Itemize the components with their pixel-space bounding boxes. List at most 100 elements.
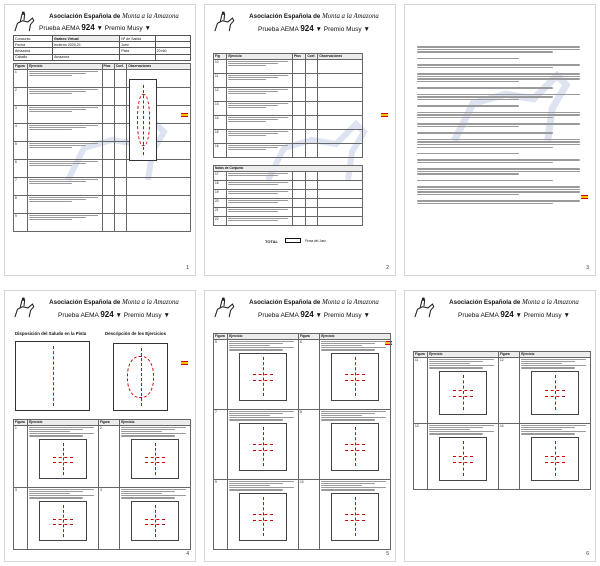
score-cell[interactable] xyxy=(101,158,115,178)
observations-cell[interactable] xyxy=(317,188,363,199)
score-cell[interactable] xyxy=(101,104,115,124)
figure-number: 8 xyxy=(12,194,29,214)
table-row: 5 xyxy=(12,140,191,160)
score-cell[interactable] xyxy=(291,215,307,226)
rider-logo-icon xyxy=(214,11,235,32)
figure-number: 16 xyxy=(212,142,228,158)
score-cell[interactable] xyxy=(291,179,307,190)
exercise-text xyxy=(27,104,103,124)
association-title: Asociación Española de Monta a la Amazon… xyxy=(449,299,579,306)
exercise-text xyxy=(226,58,293,74)
exercise-text xyxy=(226,188,293,199)
figure-number: 9 xyxy=(12,212,29,232)
observations-cell[interactable] xyxy=(126,158,191,178)
coef-cell xyxy=(305,188,319,199)
exercise-text xyxy=(27,194,103,214)
score-cell[interactable] xyxy=(101,122,115,142)
figure-number: 3 xyxy=(12,104,29,124)
table-row: 2 xyxy=(12,86,191,106)
score-cell[interactable] xyxy=(291,197,307,208)
table-row: 13 xyxy=(212,100,363,116)
figure-number: 10 xyxy=(297,478,321,550)
table-row: 11 xyxy=(212,72,363,88)
page-2: Asociación Española de Monta a la Amazon… xyxy=(204,4,396,276)
figure-number: 1 xyxy=(12,424,29,488)
table-row: 3 xyxy=(12,104,191,124)
page-number: 6 xyxy=(586,551,589,557)
observations-cell[interactable] xyxy=(317,72,363,88)
score-cell[interactable] xyxy=(101,68,115,88)
observations-cell[interactable] xyxy=(317,100,363,116)
rider-logo-icon xyxy=(214,297,235,318)
table-row: 21 xyxy=(212,206,363,217)
observations-cell[interactable] xyxy=(126,176,191,196)
score-cell[interactable] xyxy=(101,176,115,196)
figure-number: 6 xyxy=(12,158,29,178)
coef-cell xyxy=(113,86,128,106)
observations-cell[interactable] xyxy=(317,179,363,190)
figure-number: 4 xyxy=(97,486,121,550)
score-cell[interactable] xyxy=(291,188,307,199)
score-cell[interactable] xyxy=(291,58,307,74)
score-cell[interactable] xyxy=(291,114,307,130)
observations-cell[interactable] xyxy=(317,142,363,158)
page-4: Asociación Española de Monta a la Amazon… xyxy=(4,290,196,562)
observations-cell[interactable] xyxy=(317,58,363,74)
table-row: 12 xyxy=(212,86,363,102)
coef-cell xyxy=(305,86,319,102)
score-cell[interactable] xyxy=(291,142,307,158)
exercise-text xyxy=(226,170,293,181)
coef-cell xyxy=(113,158,128,178)
observations-cell[interactable] xyxy=(317,197,363,208)
score-cell[interactable] xyxy=(291,128,307,144)
score-cell[interactable] xyxy=(101,86,115,106)
observations-cell[interactable] xyxy=(317,206,363,217)
exercise-description xyxy=(27,486,99,550)
exercise-text xyxy=(226,72,293,88)
exercise-text xyxy=(27,140,103,160)
page-5: Asociación Española de Monta a la Amazon… xyxy=(204,290,396,562)
total-box[interactable] xyxy=(285,238,301,243)
table-row: 17 xyxy=(212,170,363,181)
table-row: 4 xyxy=(12,122,191,142)
arena-diagram xyxy=(129,79,157,161)
observations-cell[interactable] xyxy=(126,194,191,214)
table-row: 7 xyxy=(12,176,191,196)
judge-signature-label: Firma del Juez xyxy=(305,239,326,243)
observations-cell[interactable] xyxy=(317,114,363,130)
score-cell[interactable] xyxy=(291,100,307,116)
association-title: Asociación Española de Monta a la Amazon… xyxy=(249,13,379,20)
table-row: 6 xyxy=(12,158,191,178)
coef-cell xyxy=(305,100,319,116)
figure-number: 18 xyxy=(212,179,228,190)
observations-cell[interactable] xyxy=(317,170,363,181)
exercise-description xyxy=(319,478,391,550)
score-cell[interactable] xyxy=(101,212,115,232)
score-cell[interactable] xyxy=(101,194,115,214)
observations-cell[interactable] xyxy=(317,215,363,226)
observations-cell[interactable] xyxy=(317,128,363,144)
table-row: 8 xyxy=(12,194,191,214)
score-cell[interactable] xyxy=(291,72,307,88)
page-number: 4 xyxy=(186,551,189,557)
score-cell[interactable] xyxy=(291,170,307,181)
table-row: 10 xyxy=(212,58,363,74)
exercise-description xyxy=(427,422,499,490)
exercise-description xyxy=(227,408,299,480)
score-cell[interactable] xyxy=(291,206,307,217)
observations-cell[interactable] xyxy=(126,212,191,232)
coef-cell xyxy=(305,197,319,208)
score-cell[interactable] xyxy=(101,140,115,160)
observations-cell[interactable] xyxy=(317,86,363,102)
figure-number: 11 xyxy=(212,72,228,88)
exercise-text xyxy=(27,212,103,232)
figure-number: 9 xyxy=(212,478,229,550)
exercise-arena-diagram xyxy=(113,343,168,411)
score-cell[interactable] xyxy=(291,86,307,102)
figure-number: 13 xyxy=(212,100,228,116)
